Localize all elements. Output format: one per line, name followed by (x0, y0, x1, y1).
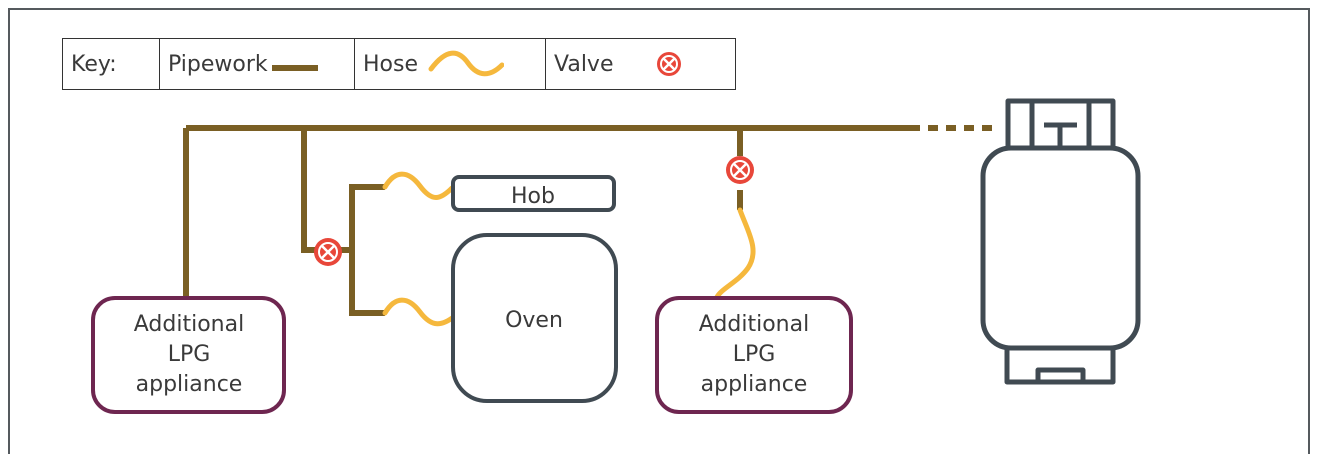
hob-label: Hob (511, 184, 555, 209)
hose-swatch-icon (428, 50, 504, 77)
key-valve-cell: Valve (545, 38, 736, 90)
hose-lines (382, 171, 756, 327)
additional-left-line-1: Additional (134, 312, 244, 337)
hob-appliance: Hob (451, 175, 616, 212)
valve-left (314, 238, 342, 266)
valve-right (726, 156, 754, 184)
pipework-swatch-icon (271, 65, 318, 71)
key-legend: Key: Pipework Hose Valve (62, 38, 736, 90)
pipework-main (183, 125, 1000, 316)
hose-to-right-appliance (714, 207, 756, 300)
lpg-cylinder-icon (980, 98, 1141, 385)
key-title: Key: (71, 51, 117, 77)
key-hose-label: Hose (363, 51, 418, 77)
key-pipework-cell: Pipework (159, 38, 355, 90)
key-title-cell: Key: (62, 38, 160, 90)
additional-appliance-right: Additional LPG appliance (655, 296, 853, 414)
diagram-frame (8, 8, 1310, 454)
key-valve-label: Valve (554, 51, 614, 77)
key-hose-cell: Hose (354, 38, 546, 90)
oven-appliance: Oven (451, 233, 618, 403)
hose-to-oven (382, 297, 458, 327)
additional-right-line-1: Additional (699, 312, 809, 337)
hose-to-hob (382, 171, 455, 200)
valve-icon (656, 52, 681, 76)
oven-label: Oven (505, 308, 563, 333)
additional-right-line-2: LPG (733, 342, 776, 367)
key-pipework-label: Pipework (168, 51, 268, 77)
additional-left-line-3: appliance (136, 372, 243, 397)
additional-left-line-2: LPG (168, 342, 211, 367)
additional-appliance-left: Additional LPG appliance (91, 296, 286, 414)
additional-right-line-3: appliance (701, 372, 808, 397)
